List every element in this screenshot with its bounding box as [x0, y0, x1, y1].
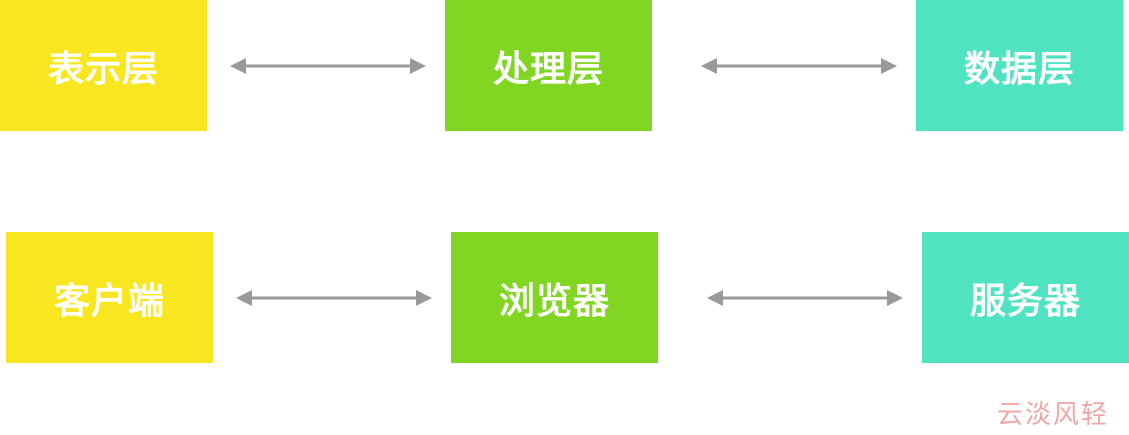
double-arrow-icon	[236, 290, 432, 306]
presentation-layer-label: 表示层	[47, 48, 159, 90]
arrow-head-left	[230, 58, 246, 74]
arrow-head-right	[887, 290, 903, 306]
processing-layer-box: 处理层	[445, 0, 652, 131]
presentation-layer-box: 表示层	[0, 0, 207, 131]
data-layer-label: 数据层	[963, 48, 1075, 90]
arrow-head-right	[416, 290, 432, 306]
double-arrow-icon	[701, 58, 897, 74]
double-arrow-icon	[707, 290, 903, 306]
server-label: 服务器	[969, 280, 1081, 322]
double-arrow-client-browser	[236, 288, 432, 308]
watermark-text: 云淡风轻	[996, 400, 1109, 430]
processing-layer-label: 处理层	[492, 48, 604, 90]
client-label: 客户端	[53, 280, 165, 322]
server-box: 服务器	[922, 232, 1129, 363]
browser-box: 浏览器	[451, 232, 658, 363]
browser-label: 浏览器	[498, 280, 610, 322]
arrow-head-right	[881, 58, 897, 74]
arrow-head-left	[236, 290, 252, 306]
arrow-head-left	[707, 290, 723, 306]
double-arrow-browser-server	[707, 288, 903, 308]
double-arrow-presentation-processing	[230, 56, 426, 76]
arrow-head-right	[410, 58, 426, 74]
data-layer-box: 数据层	[916, 0, 1123, 131]
client-box: 客户端	[6, 232, 213, 363]
double-arrow-processing-data	[701, 56, 897, 76]
arrow-head-left	[701, 58, 717, 74]
double-arrow-icon	[230, 58, 426, 74]
